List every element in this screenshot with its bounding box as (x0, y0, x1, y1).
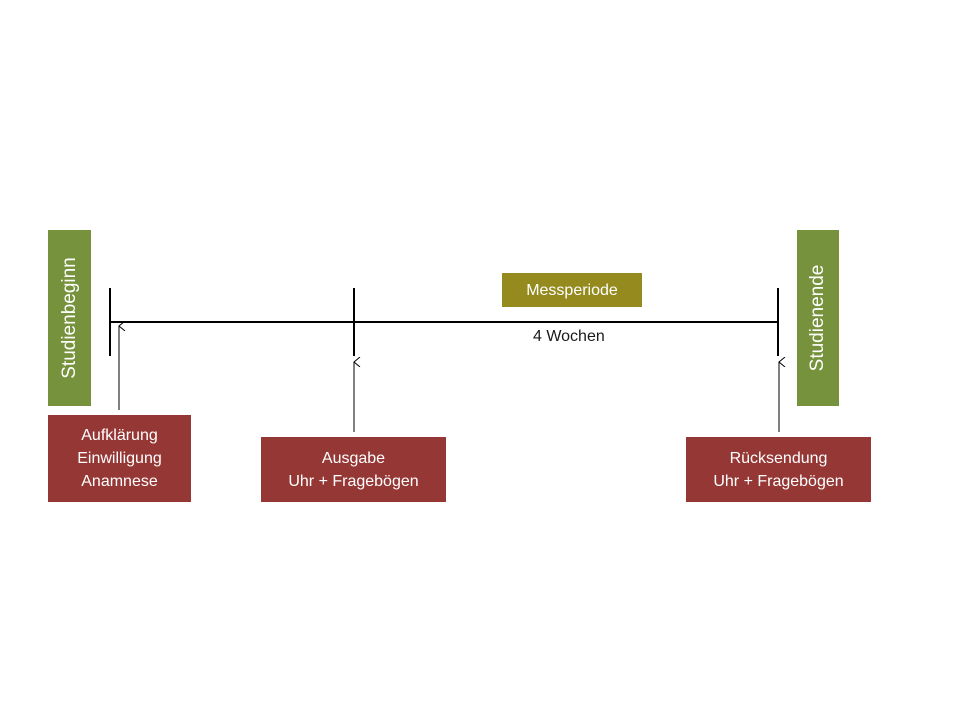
study-end-label: Studienende (807, 264, 828, 372)
step-1-line-3: Anamnese (81, 473, 158, 490)
study-start-label: Studienbeginn (58, 257, 80, 379)
step-box-3: Rücksendung Uhr + Fragebögen (686, 437, 871, 502)
measurement-period-box: Messperiode (502, 273, 642, 307)
study-start-box: Studienbeginn (48, 230, 91, 406)
step-3-line-1: Rücksendung (729, 449, 828, 467)
duration-label: 4 Wochen (533, 328, 605, 345)
study-end-box: Studienende (797, 230, 839, 406)
step-box-2: Ausgabe Uhr + Fragebögen (261, 437, 446, 502)
step-1-line-1: Aufklärung (81, 427, 158, 444)
step-box-1: Aufklärung Einwilligung Anamnese (48, 415, 191, 502)
step-1-line-2: Einwilligung (77, 450, 162, 467)
step-2-line-2: Uhr + Fragebögen (288, 472, 419, 490)
step-2-line-1: Ausgabe (321, 449, 386, 467)
measurement-period-label: Messperiode (526, 281, 618, 299)
step-3-line-2: Uhr + Fragebögen (713, 472, 844, 490)
